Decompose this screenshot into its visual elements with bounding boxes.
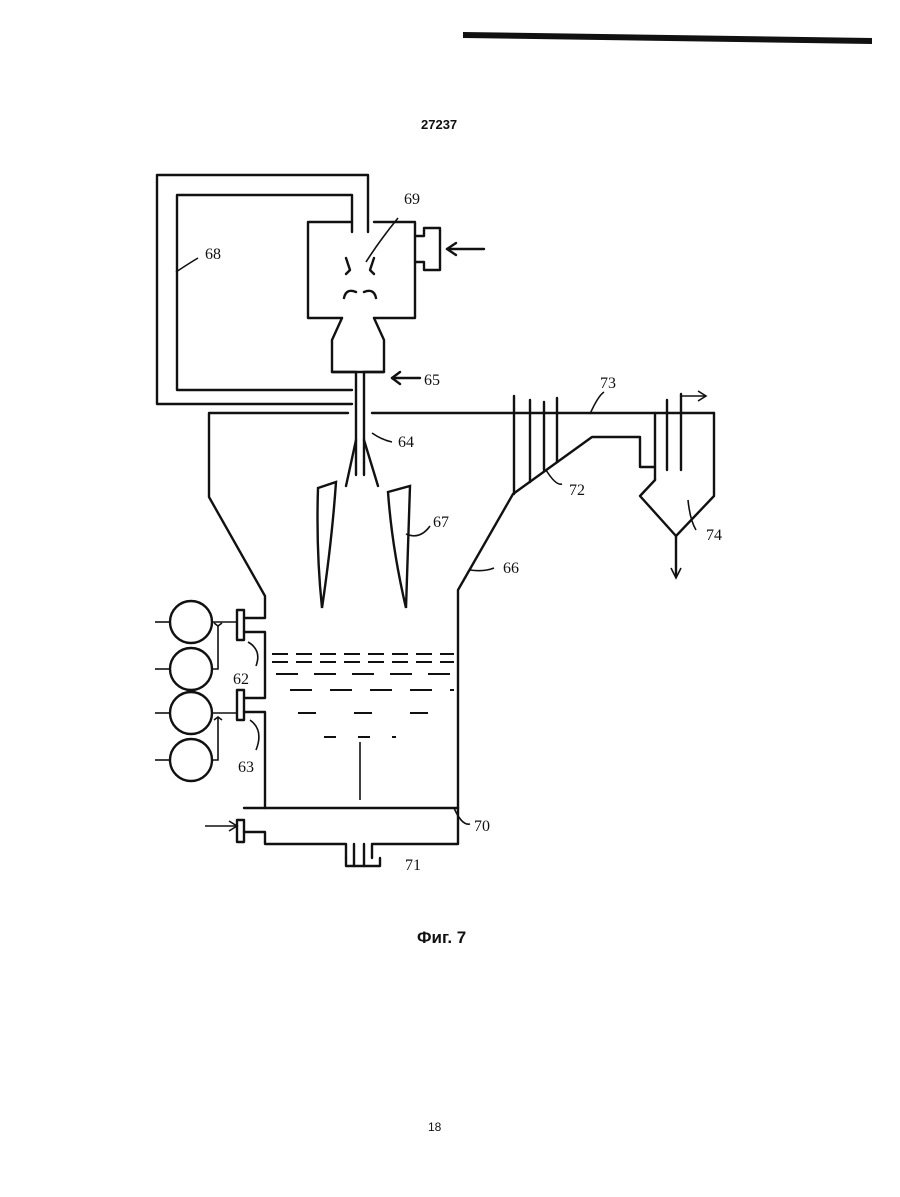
label-62: 62 (233, 671, 249, 688)
reactor-vessel-66 (209, 413, 714, 866)
label-71: 71 (405, 857, 421, 874)
label-65: 65 (424, 372, 440, 389)
header-rule (463, 32, 872, 44)
liquid-level (272, 654, 454, 800)
label-74: 74 (706, 527, 722, 544)
label-66: 66 (503, 560, 519, 577)
label-67: 67 (433, 514, 449, 531)
separator-72 (514, 396, 562, 494)
diffuser-65 (332, 318, 420, 486)
ejector-chamber-69 (308, 218, 484, 318)
recirculation-pipe-68 (157, 175, 368, 404)
label-73: 73 (600, 375, 616, 392)
guide-vanes-67 (318, 482, 411, 608)
label-68: 68 (205, 246, 221, 263)
page-number: 18 (428, 1120, 441, 1134)
side-inlets (155, 601, 259, 842)
label-64: 64 (398, 434, 414, 451)
label-70: 70 (474, 818, 490, 835)
cyclone-74 (590, 391, 714, 578)
figure-caption: Фиг. 7 (417, 928, 466, 948)
label-63: 63 (238, 759, 254, 776)
label-69: 69 (404, 191, 420, 208)
label-72: 72 (569, 482, 585, 499)
